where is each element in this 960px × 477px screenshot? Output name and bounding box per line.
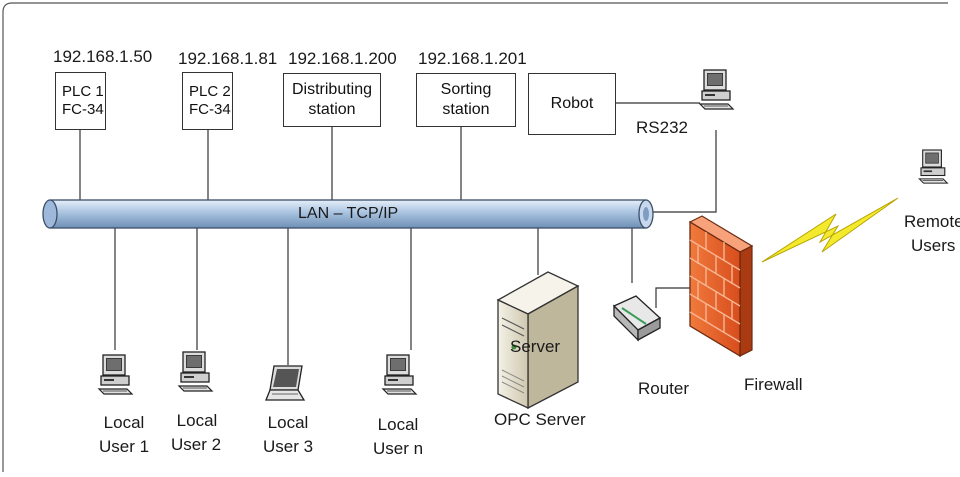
local-user-n-line2: User n	[372, 439, 424, 458]
remote-users-line1: Remote	[904, 212, 960, 231]
plc2-box: PLC 2 FC-34	[182, 72, 233, 130]
frame-border	[2, 2, 948, 472]
sorting-station-line2: station	[442, 101, 490, 118]
local-user-1-line2: User 1	[98, 437, 150, 456]
robot-box: Robot	[528, 73, 616, 135]
opc-server-label: OPC Server	[494, 410, 586, 429]
plc1-name: PLC 1	[62, 82, 104, 100]
plc2-ip-label: 192.168.1.81	[178, 49, 278, 68]
remote-user-pc-icon	[918, 149, 948, 184]
router-firewall-connector	[655, 287, 695, 308]
plc1-ip-label: 192.168.1.50	[53, 47, 153, 66]
local-user-2-pc-icon	[178, 351, 213, 392]
firewall-label: Firewall	[744, 375, 803, 394]
local-user-1-line1: Local	[103, 413, 145, 432]
local-user-n-line1: Local	[377, 415, 419, 434]
robot-label: Robot	[550, 95, 594, 113]
wireless-lightning-icon	[761, 197, 899, 263]
sorting-ip-label: 192.168.1.201	[418, 49, 527, 68]
distributing-station-line1: Distributing	[291, 81, 373, 99]
distributing-station-line2: station	[308, 101, 356, 118]
rs232-pc-lan-connector	[652, 130, 717, 213]
local-user-2-line2: User 2	[170, 435, 222, 454]
distributing-ip-label: 192.168.1.200	[288, 49, 397, 68]
local-user-2-line1: Local	[176, 411, 218, 430]
server-icon-text: Server	[510, 337, 561, 356]
robot-pc-icon	[699, 69, 734, 110]
plc1-model: FC-34	[62, 101, 104, 118]
local-user-3-laptop-icon	[265, 365, 306, 401]
rs232-label: RS232	[636, 118, 688, 137]
router-label: Router	[638, 379, 690, 398]
local-user-3-line2: User 3	[262, 437, 314, 456]
remote-users-line2: Users	[911, 236, 956, 255]
plc1-box: PLC 1 FC-34	[55, 72, 106, 130]
distributing-station-box: Distributing station	[283, 73, 381, 127]
lan-pipe	[42, 199, 654, 229]
router-icon	[612, 295, 662, 342]
local-user-3-line1: Local	[267, 413, 309, 432]
sorting-station-box: Sorting station	[416, 73, 516, 127]
opc-server-icon	[496, 271, 580, 410]
firewall-icon	[688, 215, 754, 358]
lan-label: LAN – TCP/IP	[298, 205, 399, 222]
plc2-model: FC-34	[189, 101, 231, 118]
local-user-1-pc-icon	[98, 354, 133, 395]
local-user-n-pc-icon	[382, 354, 417, 395]
sorting-station-line1: Sorting	[440, 81, 492, 99]
plc2-name: PLC 2	[189, 82, 231, 100]
